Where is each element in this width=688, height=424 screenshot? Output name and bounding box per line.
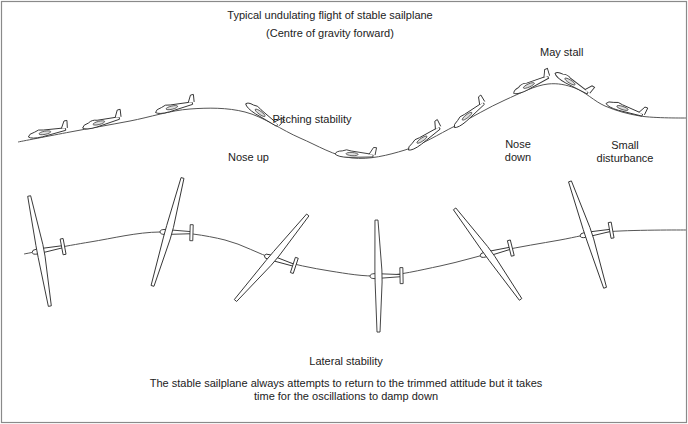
sailplane-side: [153, 94, 196, 115]
sailplane-side: [605, 95, 648, 119]
sailplane-side: [510, 68, 552, 95]
sailplane-side: [554, 66, 595, 98]
sailplane-side: [403, 120, 443, 153]
sailplane-plan: [567, 175, 622, 291]
attitude-label: Nose down: [498, 138, 538, 164]
disturbance-label: Small disturbance: [590, 139, 660, 165]
sailplane-plan: [150, 177, 194, 288]
sailplane-side: [80, 109, 123, 130]
sailplane-plan: [369, 220, 404, 333]
section-label: Lateral stability: [309, 355, 382, 368]
sailplane-side: [449, 95, 488, 130]
sailplane-plan: [233, 200, 313, 316]
attitude-label: Nose up: [228, 151, 269, 164]
stall-note: May stall: [540, 46, 583, 59]
flight-path: [18, 84, 686, 159]
subtitle-note: (Centre of gravity forward): [266, 27, 394, 40]
lateral-flight: [22, 175, 686, 332]
section-label: Pitching stability: [273, 113, 352, 126]
sailplane-side: [27, 120, 69, 139]
sailplane-side: [335, 145, 377, 159]
figure-caption: The stable sailplane always attempts to …: [146, 377, 546, 403]
sailplane-plan: [452, 196, 525, 311]
pitching-flight: [18, 66, 686, 160]
sailplane-plan: [22, 191, 75, 307]
diagram-title: Typical undulating flight of stable sail…: [227, 9, 432, 22]
